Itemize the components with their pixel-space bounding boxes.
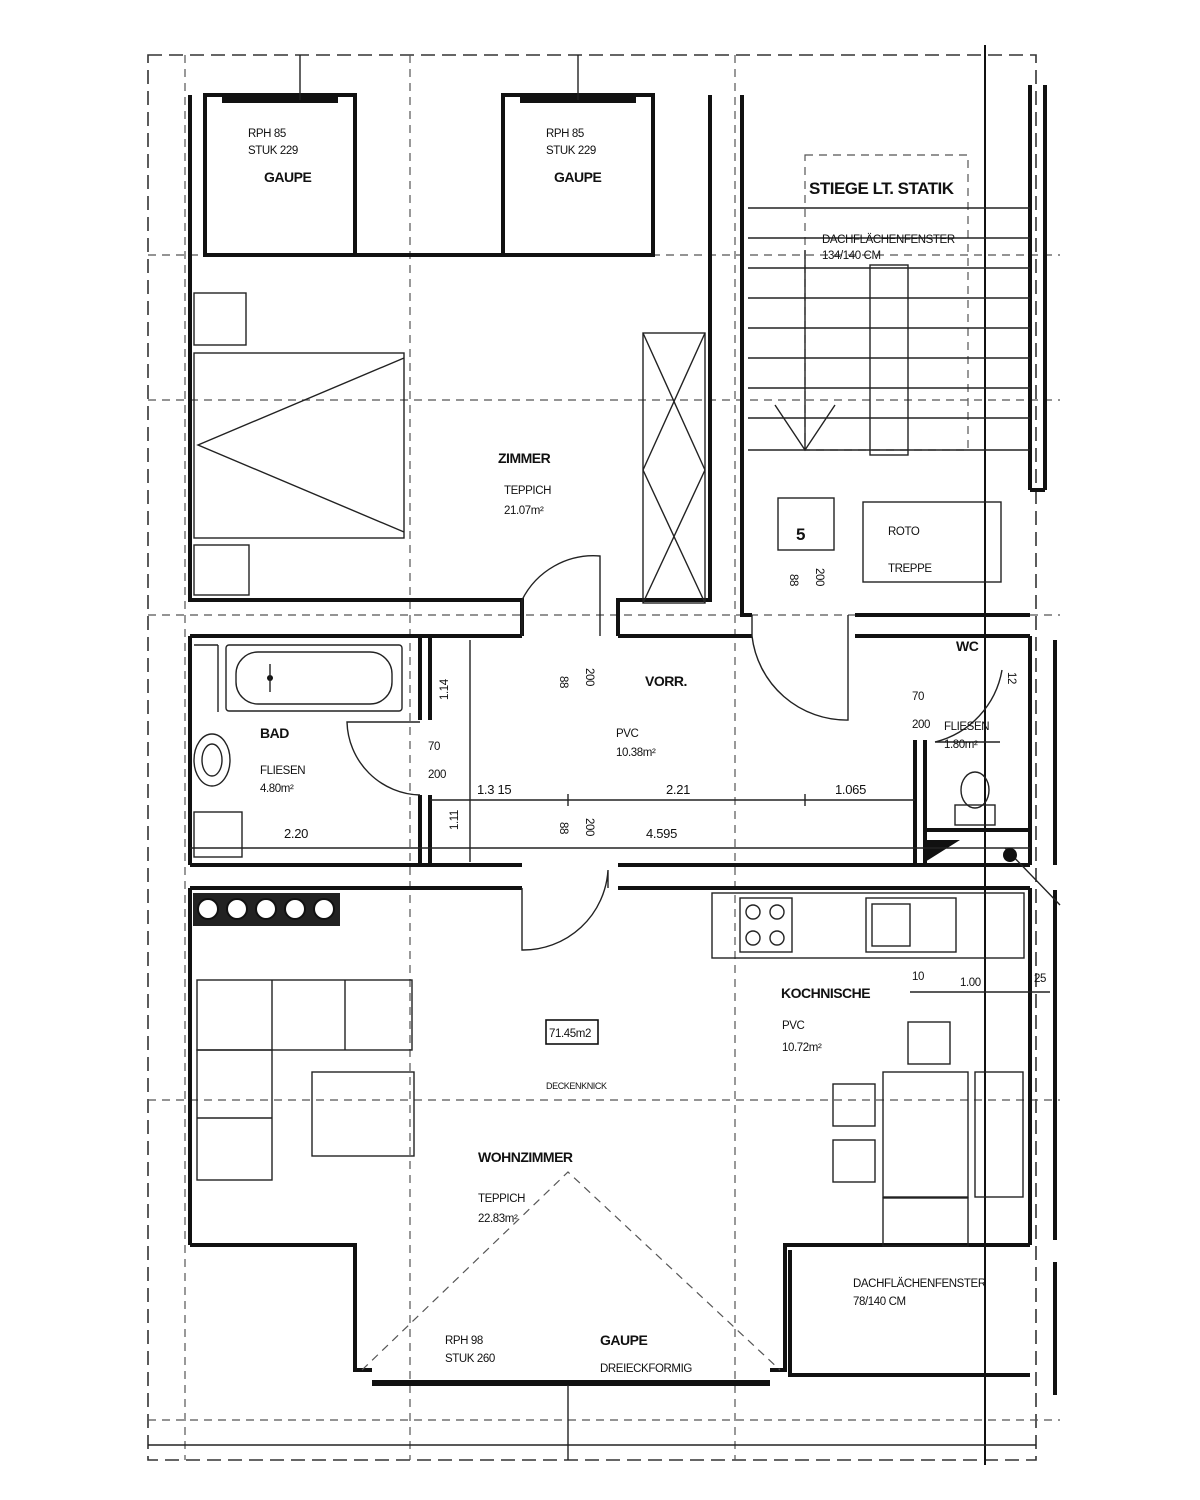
stiege-window-size: 134/140 CM — [822, 250, 881, 262]
bad-area: 4.80m² — [260, 783, 294, 795]
gaupe-bottom-rph: RPH 98 — [445, 1335, 483, 1347]
walls — [188, 85, 1057, 1395]
dim-25: 25 — [1034, 973, 1046, 985]
dim-1065: 1.065 — [835, 782, 866, 797]
vorr-area: 10.38m² — [616, 747, 656, 759]
gaupe-left-stuk: STUK 229 — [248, 145, 298, 157]
stiege-window-label: DACHFLÄCHENFENSTER — [822, 234, 955, 246]
gaupe-bottom-shape: DREIECKFORMIG — [600, 1363, 692, 1375]
roto-number: 5 — [796, 525, 805, 544]
dim-200e: 200 — [813, 568, 825, 586]
gaupe-mid-label: GAUPE — [554, 169, 601, 185]
dim-4595: 4.595 — [646, 826, 677, 841]
roto-label: ROTO — [888, 526, 920, 538]
vorr-floor: PVC — [616, 728, 639, 740]
dim-200c: 200 — [583, 668, 595, 686]
dim-111: 1.11 — [449, 810, 461, 830]
wc-floor: FLIESEN — [944, 721, 989, 733]
gaupe-left-rph: RPH 85 — [248, 128, 286, 140]
stiege-label: STIEGE LT. STATIK — [809, 179, 955, 198]
kochnische-label: KOCHNISCHE — [781, 985, 870, 1001]
total-area-box — [545, 1019, 599, 1045]
gaupe-left-label: GAUPE — [264, 169, 311, 185]
dim-88c: 88 — [787, 574, 799, 586]
dimension-labels: 1.3 15 2.21 1.065 4.595 2.20 70 200 70 2… — [284, 568, 1046, 989]
zimmer-floor: TEPPICH — [504, 485, 551, 497]
dim-10: 10 — [912, 971, 924, 983]
dim-70b: 70 — [912, 691, 924, 703]
dimension-lines — [190, 55, 1061, 993]
furniture — [193, 154, 1030, 1460]
zimmer-label: ZIMMER — [498, 450, 551, 466]
dim-221: 2.21 — [666, 782, 690, 797]
gaupe-mid-stuk: STUK 229 — [546, 145, 596, 157]
gaupe-bottom-label: GAUPE — [600, 1332, 647, 1348]
vorr-label: VORR. — [645, 673, 687, 689]
dachfenster-bottom-size: 78/140 CM — [853, 1296, 906, 1308]
bad-label: BAD — [260, 725, 289, 741]
wohnzimmer-area: 22.83m² — [478, 1213, 518, 1225]
dim-1315: 1.3 15 — [477, 782, 511, 797]
wc-area: 1.80m² — [944, 739, 978, 751]
zimmer-area: 21.07m² — [504, 505, 544, 517]
dim-200a: 200 — [428, 769, 446, 781]
kochnische-floor: PVC — [782, 1020, 805, 1032]
wc-label: WC — [956, 638, 979, 654]
room-labels: RPH 85 STUK 229 GAUPE RPH 85 STUK 229 GA… — [248, 128, 990, 1375]
grid-lines — [147, 45, 1060, 1465]
ceiling-note: DECKENKNICK — [546, 1081, 607, 1091]
wohnzimmer-label: WOHNZIMMER — [478, 1149, 573, 1165]
dim-200b: 200 — [912, 719, 930, 731]
kochnische-area: 10.72m² — [782, 1042, 822, 1054]
dim-100: 1.00 — [960, 977, 981, 989]
wohnzimmer-floor: TEPPICH — [478, 1193, 525, 1205]
doors — [346, 555, 1003, 951]
total-area: 71.45m2 — [549, 1028, 591, 1040]
dim-200d: 200 — [583, 818, 595, 836]
dim-12: 12 — [1005, 672, 1017, 684]
dim-114: 1.14 — [439, 678, 451, 700]
dim-220: 2.20 — [284, 826, 308, 841]
dim-70a: 70 — [428, 741, 440, 753]
gaupe-bottom-stuk: STUK 260 — [445, 1353, 495, 1365]
dim-88a: 88 — [557, 676, 569, 688]
roto-sub: TREPPE — [888, 563, 932, 575]
dim-88b: 88 — [557, 822, 569, 834]
dachfenster-bottom-label: DACHFLÄCHENFENSTER — [853, 1278, 986, 1290]
bad-floor: FLIESEN — [260, 765, 305, 777]
gaupe-mid-rph: RPH 85 — [546, 128, 584, 140]
